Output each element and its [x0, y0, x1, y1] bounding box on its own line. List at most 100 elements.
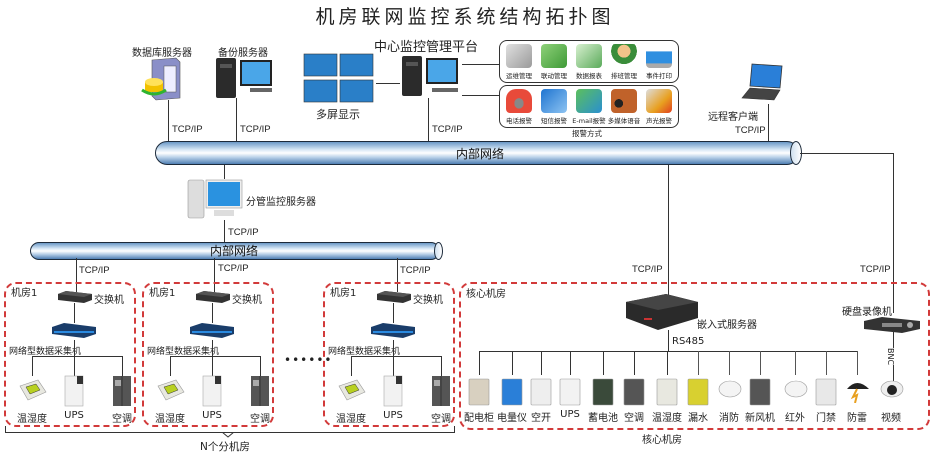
rs485-bus	[479, 351, 858, 352]
branch-ellipsis: ••••••	[284, 353, 333, 367]
ups-icon	[63, 374, 85, 408]
device-label: 配电柜	[464, 413, 494, 424]
circuit-breaker-icon	[529, 377, 553, 407]
ups-icon	[558, 377, 582, 407]
smoke-detector-icon	[717, 377, 743, 399]
siren-icon	[646, 89, 672, 113]
function-item[interactable]: 排班管理	[607, 44, 641, 80]
protocol-label: TCP/IP	[632, 264, 663, 275]
device-link	[729, 351, 730, 375]
diagram-title: 机房联网监控系统结构拓扑图	[315, 6, 615, 28]
device-label: UPS	[202, 410, 222, 421]
rs485-label: RS485	[672, 336, 705, 347]
brace-left	[5, 426, 6, 432]
device-link	[441, 356, 442, 376]
branch-room-zone	[142, 282, 274, 427]
branch-room-name: 机房1	[11, 288, 38, 299]
air-conditioner-icon	[112, 374, 132, 408]
device-label: 温湿度	[155, 414, 185, 425]
thermo-hygrometer-icon	[18, 378, 48, 406]
linkage-folder-icon	[541, 44, 567, 68]
function-item[interactable]: 运维管理	[502, 44, 536, 80]
device-link	[479, 351, 480, 375]
thermo-hygrometer-icon	[655, 377, 679, 407]
alarm-item[interactable]: 短信报警	[537, 89, 571, 125]
speaker-icon	[611, 89, 637, 113]
function-item[interactable]: 事件打印	[642, 44, 676, 80]
alarm-item[interactable]: 电话报警	[502, 89, 536, 125]
function-item[interactable]: 数据报表	[572, 44, 606, 80]
sub-network-label: 内部网络	[210, 244, 259, 258]
db-server-label: 数据库服务器	[132, 48, 192, 59]
alarm-item[interactable]: E-mail报警	[572, 89, 606, 125]
air-conditioner-icon	[431, 374, 451, 408]
device-label: 空调	[112, 414, 132, 425]
fresh-air-fan-icon	[748, 377, 772, 407]
device-link	[570, 351, 571, 375]
device-label: 消防	[719, 413, 739, 424]
device-link	[667, 351, 668, 375]
sub-server-icon	[186, 178, 244, 220]
alarms-panel: 电话报警 短信报警 E-mail报警 多媒体语音 声光报警	[499, 85, 679, 128]
device-link	[260, 356, 261, 376]
tools-icon	[506, 44, 532, 68]
center-platform-label: 中心监控管理平台	[374, 40, 479, 55]
branch-room-zone	[323, 282, 455, 427]
device-label: 空调	[250, 414, 270, 425]
infrared-sensor-icon	[783, 377, 809, 399]
device-link	[351, 356, 352, 376]
switch-label: 交换机	[232, 295, 262, 306]
users-icon	[611, 44, 637, 68]
db-server-icon	[140, 56, 184, 102]
brace-right	[454, 426, 455, 432]
remote-client-label: 远程客户端	[708, 112, 758, 123]
protocol-label: TCP/IP	[432, 124, 463, 135]
backup-server-label: 备份服务器	[218, 48, 268, 59]
center-workstation-icon	[400, 54, 462, 98]
collector-icon	[50, 322, 98, 340]
collector-label: 网络型数据采集机	[328, 347, 401, 357]
device-label: UPS	[383, 410, 403, 421]
sub-server-label: 分管监控服务器	[246, 197, 316, 208]
device-label: UPS	[560, 409, 580, 420]
device-link	[170, 356, 171, 376]
device-label: 电量仪	[497, 413, 527, 424]
protocol-label: TCP/IP	[172, 124, 203, 135]
collector-label: 网络型数据采集机	[147, 347, 220, 357]
embedded-server-label: 嵌入式服务器	[697, 320, 757, 331]
switch-icon	[375, 290, 413, 304]
brace-tip	[222, 432, 234, 438]
device-link	[603, 351, 604, 375]
dvr-icon	[862, 315, 922, 335]
core-room-caption: 核心机房	[642, 435, 682, 446]
thermo-hygrometer-icon	[337, 378, 367, 406]
device-link	[541, 351, 542, 375]
device-label: UPS	[64, 410, 84, 421]
printer-icon	[646, 44, 672, 68]
device-label: 空调	[624, 413, 644, 424]
embedded-link	[668, 165, 669, 295]
device-link	[512, 351, 513, 375]
device-label: 空调	[431, 414, 451, 425]
alarm-item[interactable]: 多媒体语音	[607, 89, 641, 125]
report-sheet-icon	[576, 44, 602, 68]
device-label: 门禁	[816, 413, 836, 424]
protocol-label: TCP/IP	[735, 125, 766, 136]
backup-server-icon	[214, 56, 276, 100]
dvr-link-v	[893, 153, 894, 313]
telephone-icon	[506, 89, 532, 113]
device-bus	[32, 356, 122, 357]
protocol-label: TCP/IP	[218, 263, 249, 274]
collector-label: 网络型数据采集机	[9, 347, 82, 357]
device-label: 温湿度	[17, 414, 47, 425]
bnc-label: BNC	[886, 347, 896, 366]
dvr-link-h	[800, 153, 894, 154]
device-bus	[170, 356, 260, 357]
device-link	[634, 351, 635, 375]
alarm-item[interactable]: 声光报警	[642, 89, 676, 125]
switch-collector-link	[74, 303, 75, 323]
device-link	[32, 356, 33, 376]
power-cabinet-icon	[467, 377, 491, 407]
air-conditioner-icon	[622, 377, 646, 407]
function-item[interactable]: 联动管理	[537, 44, 571, 80]
